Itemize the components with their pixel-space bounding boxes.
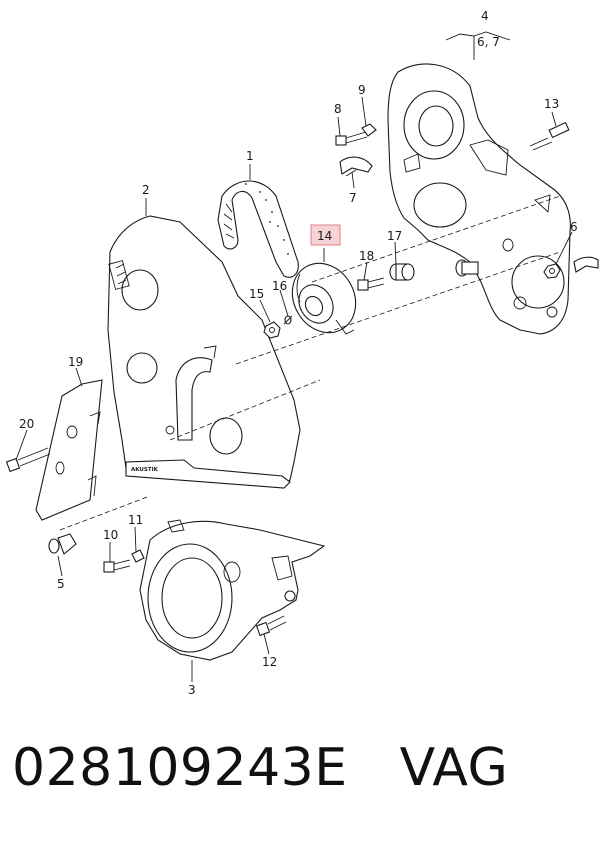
callout-12: 12 xyxy=(262,655,277,669)
callout-labels: 1 2 3 4 6, 7 5 6 7 8 9 10 11 12 13 14 15… xyxy=(19,9,578,697)
callout-13: 13 xyxy=(544,97,559,111)
callout-15: 15 xyxy=(249,287,264,301)
callout-2: 2 xyxy=(142,183,150,197)
part-number: 028109243E xyxy=(12,738,348,798)
leader-lines xyxy=(15,31,573,682)
alignment-line-middle xyxy=(235,251,561,365)
callout-14: 14 xyxy=(317,229,332,243)
callout-4: 4 xyxy=(481,9,489,23)
callout-19: 19 xyxy=(68,355,83,369)
timing-belt-part-1 xyxy=(217,180,299,278)
alignment-line-upper xyxy=(311,195,561,283)
clip-part-7 xyxy=(339,156,373,177)
clip-part-9 xyxy=(361,123,377,137)
callout-18: 18 xyxy=(359,249,374,263)
tensioner-pulley-part-14 xyxy=(291,262,357,335)
bolt-part-20 xyxy=(5,447,51,473)
highlight-box-14 xyxy=(310,224,341,246)
spacer-part-17 xyxy=(389,263,415,281)
callout-9: 9 xyxy=(358,83,366,97)
bolt-part-8 xyxy=(335,131,368,146)
bolt-part-18 xyxy=(357,277,385,291)
nut-part-15 xyxy=(263,321,281,339)
callout-4-sub: 6, 7 xyxy=(477,35,500,49)
front-cover-part-2: AKUSTIK xyxy=(107,215,301,489)
clip-part-11 xyxy=(131,549,145,563)
bolt-part-13 xyxy=(529,121,570,151)
lower-cover-part-3 xyxy=(139,519,326,661)
callout-3: 3 xyxy=(188,683,196,697)
alignment-line-left xyxy=(59,495,151,531)
callout-1: 1 xyxy=(246,149,254,163)
callout-11: 11 xyxy=(128,513,143,527)
clip-part-5 xyxy=(48,533,77,555)
brand-name: VAG xyxy=(399,738,509,798)
part-number-caption: 028109243E VAG xyxy=(12,738,592,808)
callout-16: 16 xyxy=(272,279,287,293)
akustik-label: AKUSTIK xyxy=(131,467,159,473)
bolt-part-10 xyxy=(103,559,131,573)
bracket-part-19 xyxy=(35,379,103,521)
callout-8: 8 xyxy=(334,102,342,116)
callout-17: 17 xyxy=(387,229,402,243)
alignment-line-lower xyxy=(169,379,321,441)
callout-7: 7 xyxy=(349,191,357,205)
clip-part-7-right xyxy=(573,256,599,273)
stud-on-rear-cover xyxy=(455,259,479,277)
bolt-part-12 xyxy=(255,615,287,637)
callout-6: 6 xyxy=(570,220,578,234)
callout-10: 10 xyxy=(103,528,118,542)
washer-part-16 xyxy=(283,315,293,325)
callout-5: 5 xyxy=(57,577,65,591)
callout-20: 20 xyxy=(19,417,34,431)
